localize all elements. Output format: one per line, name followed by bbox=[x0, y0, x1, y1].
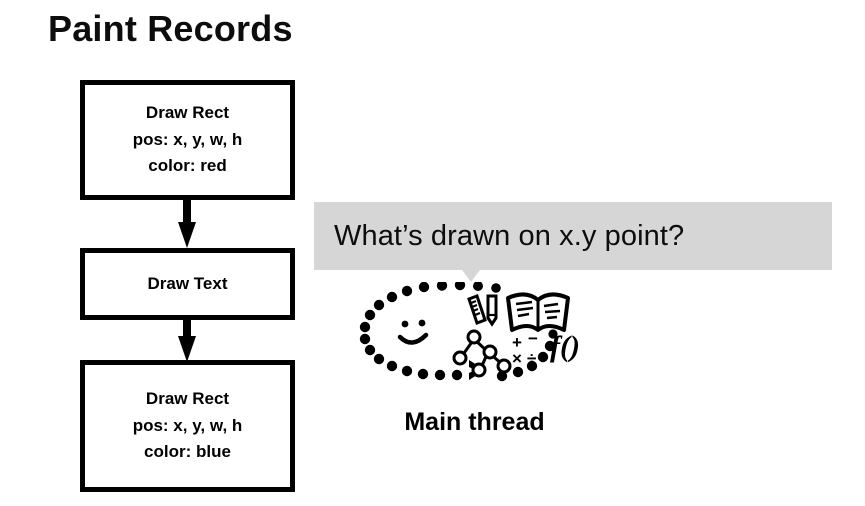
speech-bubble: What’s drawn on x.y point? bbox=[314, 202, 832, 270]
tree-graph-icon bbox=[452, 329, 512, 378]
paint-record-box-draw-rect-blue: Draw Rect pos: x, y, w, h color: blue bbox=[80, 360, 295, 492]
record-line-pos: pos: x, y, w, h bbox=[132, 415, 243, 435]
arrow-head bbox=[178, 336, 196, 362]
main-thread-svg: + − × ÷ f() bbox=[359, 279, 580, 382]
open-book-icon bbox=[506, 292, 570, 332]
smiley-face-icon bbox=[397, 319, 429, 345]
main-thread-label: Main thread bbox=[404, 408, 545, 436]
speech-bubble-tail-icon bbox=[462, 270, 480, 282]
record-line-color: color: red bbox=[148, 156, 227, 176]
record-line-pos: pos: x, y, w, h bbox=[132, 129, 243, 149]
paint-record-box-draw-text: Draw Text bbox=[80, 248, 295, 320]
record-line-title: Draw Rect bbox=[145, 388, 230, 408]
main-thread-illustration: + − × ÷ f() bbox=[352, 279, 597, 402]
svg-text:−: − bbox=[528, 329, 538, 348]
math-symbols-icon: + − × ÷ bbox=[512, 329, 538, 368]
function-notation-icon: f() bbox=[550, 330, 580, 363]
svg-text:+: + bbox=[512, 333, 522, 352]
arrow-head bbox=[178, 222, 196, 248]
paint-record-box-draw-rect-red: Draw Rect pos: x, y, w, h color: red bbox=[80, 80, 295, 200]
flow-arrow-down-icon bbox=[178, 200, 196, 248]
dotted-oval-icon bbox=[359, 279, 558, 382]
pencil-icon bbox=[486, 294, 498, 327]
arrow-stem bbox=[183, 200, 191, 224]
record-line-title: Draw Text bbox=[147, 273, 228, 293]
record-line-title: Draw Rect bbox=[145, 102, 230, 122]
svg-text:×: × bbox=[512, 349, 522, 368]
ruler-icon bbox=[467, 294, 487, 325]
svg-text:f(): f() bbox=[550, 330, 580, 363]
page-title: Paint Records bbox=[48, 8, 293, 49]
svg-text:÷: ÷ bbox=[527, 349, 536, 368]
record-line-color: color: blue bbox=[144, 442, 231, 462]
arrow-stem bbox=[183, 320, 191, 338]
flow-arrow-down-icon bbox=[178, 320, 196, 362]
speech-bubble-text: What’s drawn on x.y point? bbox=[334, 219, 685, 252]
